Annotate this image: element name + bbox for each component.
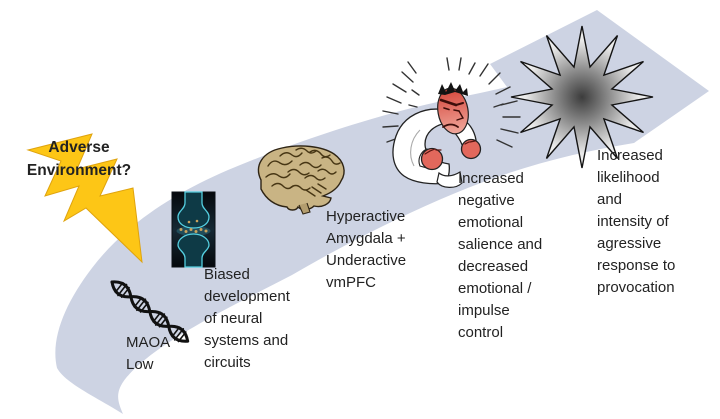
brain-icon [257,145,345,215]
lightning-bolt-icon [26,133,143,264]
emotional-control-label: Increased negative emotional salience an… [458,170,543,341]
dna-helix-icon [110,280,190,343]
aggressive-outcome-label: Increased likelihood and intensity of ag… [597,147,676,296]
synapse-image [171,191,216,268]
adverse-environment-label: Adverse Environment? [26,139,132,179]
amygdala-vmpfc-label: Hyperactive Amygdala + Underactive vmPFC [326,208,407,291]
angry-person-icon [382,57,521,188]
maoa-low-label: MAOA Low [126,334,171,373]
biased-development-label: Biased development of neural systems and… [204,266,290,371]
starburst-icon [510,25,654,169]
